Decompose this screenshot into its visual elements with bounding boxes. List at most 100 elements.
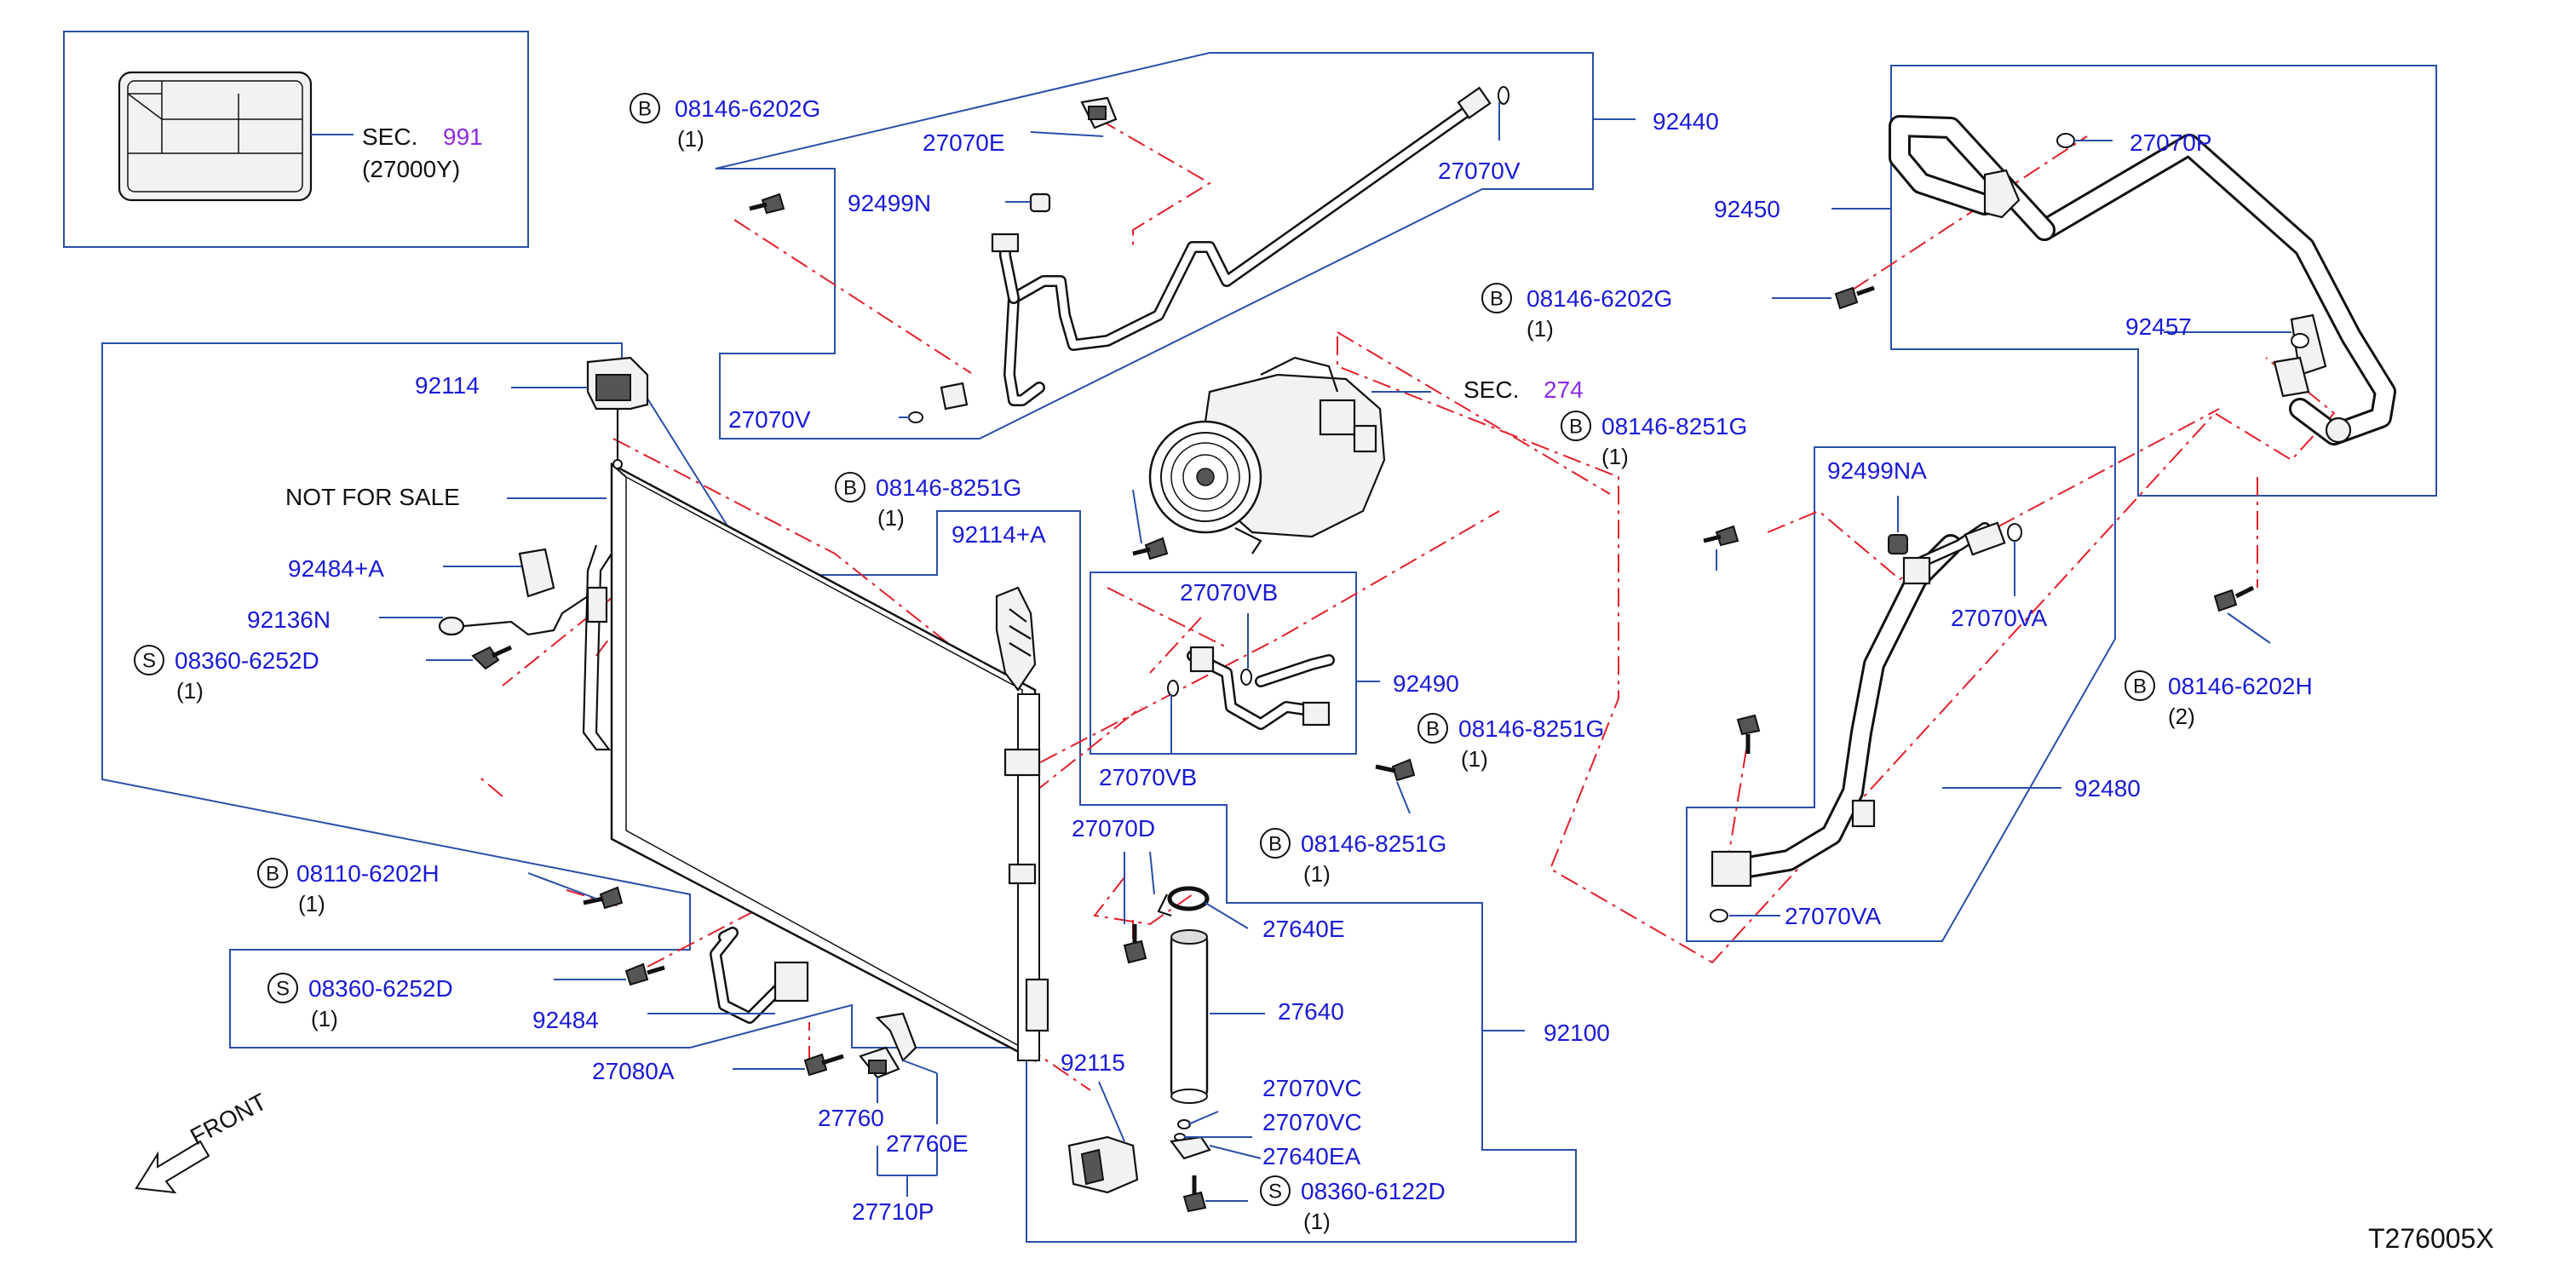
part-27070v-top[interactable]: 27070V	[1438, 158, 1521, 184]
part-27080a[interactable]: 27080A	[592, 1058, 675, 1084]
front-label: FRONT	[186, 1089, 271, 1151]
fastener-f8-qty: (2)	[2168, 704, 2195, 729]
oring-27070v-top	[1498, 86, 1509, 105]
part-92114[interactable]: 92114	[415, 372, 480, 399]
fastener-f1-code[interactable]: 08146-6202G	[675, 95, 820, 122]
part-27760e[interactable]: 27760E	[886, 1130, 969, 1157]
sec-991-num[interactable]: 991	[443, 124, 483, 150]
fastener-f8: B 08146-6202H (2)	[2125, 670, 2313, 729]
fastener-f10-code[interactable]: 08360-6252D	[308, 975, 453, 1002]
connector-92136n	[438, 586, 608, 636]
part-27640e[interactable]: 27640E	[1262, 916, 1345, 942]
part-27070d[interactable]: 27070D	[1072, 815, 1155, 842]
fastener-f2-code[interactable]: 08146-6202G	[1527, 285, 1672, 312]
group-92440-box	[715, 52, 1594, 440]
bolt-08110-6202h	[583, 886, 624, 910]
part-27070p[interactable]: 27070P	[2130, 129, 2212, 156]
sec-991-box	[63, 31, 529, 248]
front-arrow	[135, 1140, 210, 1194]
fastener-f5-mark: S	[142, 650, 156, 673]
not-for-sale: NOT FOR SALE	[285, 484, 460, 510]
part-27070vb-top[interactable]: 27070VB	[1180, 579, 1278, 606]
part-27070e[interactable]: 27070E	[923, 129, 1005, 156]
part-27070v-bot[interactable]: 27070V	[728, 406, 811, 433]
fastener-f11-qty: (1)	[1303, 1209, 1331, 1234]
bracket-92114a	[995, 586, 1037, 692]
oring-27070vc-a	[1177, 1119, 1191, 1129]
fastener-f11-mark: S	[1268, 1181, 1282, 1204]
sec-274-prefix: SEC.	[1463, 376, 1519, 403]
part-27640ea[interactable]: 27640EA	[1262, 1143, 1361, 1169]
fastener-f9-qty: (1)	[298, 891, 325, 916]
sensor-27760	[859, 1046, 900, 1079]
bracket-92114	[586, 356, 649, 469]
part-92484a[interactable]: 92484+A	[288, 555, 384, 582]
fastener-f6: B 08146-8251G (1)	[1417, 713, 1604, 772]
group-92100-box	[101, 342, 1577, 1243]
pipe-92490	[1187, 646, 1335, 730]
fastener-f3-code[interactable]: 08146-8251G	[1601, 413, 1747, 440]
part-92457[interactable]: 92457	[2125, 313, 2192, 340]
fastener-f8-mark: B	[2133, 675, 2147, 698]
part-92115[interactable]: 92115	[1061, 1049, 1125, 1076]
fastener-f7-code[interactable]: 08146-8251G	[1301, 830, 1446, 857]
part-92100[interactable]: 92100	[1544, 1020, 1610, 1046]
compressor	[1148, 356, 1386, 554]
part-92440[interactable]: 92440	[1653, 108, 1719, 135]
bolt-27080a	[803, 1053, 844, 1077]
sec-991-prefix: SEC.	[362, 124, 417, 150]
group-92480-box	[1686, 446, 2116, 942]
fastener-f9: B 08110-6202H (1)	[257, 858, 440, 916]
part-27070va-bot[interactable]: 27070VA	[1785, 903, 1881, 929]
fastener-f4-qty: (1)	[877, 505, 905, 531]
fastener-f11-code[interactable]: 08360-6122D	[1301, 1178, 1446, 1204]
fastener-f9-code[interactable]: 08110-6202H	[296, 860, 440, 887]
fastener-f6-qty: (1)	[1461, 746, 1488, 772]
clip-92484a	[518, 548, 555, 598]
oring-27070p	[2056, 133, 2075, 148]
condenser-bracket-lower	[1003, 748, 1049, 1032]
fastener-f9-mark: B	[266, 863, 279, 886]
bolt-08146-6202g-a	[749, 192, 785, 215]
part-27070vb-bot[interactable]: 27070VB	[1099, 764, 1197, 790]
part-27760[interactable]: 27760	[818, 1105, 884, 1131]
bolt-08360-6252d-a	[471, 645, 513, 670]
fastener-f11: S 08360-6122D (1)	[1260, 1175, 1446, 1234]
part-92499na[interactable]: 92499NA	[1827, 457, 1927, 484]
fastener-f1-mark: B	[638, 98, 652, 121]
part-27070vc-a[interactable]: 27070VC	[1262, 1075, 1362, 1101]
bracket-27760e	[875, 1012, 917, 1062]
part-27070va-top[interactable]: 27070VA	[1951, 605, 2047, 631]
fastener-f5-code[interactable]: 08360-6252D	[175, 647, 319, 674]
part-27640[interactable]: 27640	[1278, 998, 1344, 1025]
fastener-f6-code[interactable]: 08146-8251G	[1458, 715, 1604, 742]
fastener-f4-code[interactable]: 08146-8251G	[876, 474, 1021, 501]
bolt-08146-6202g-b	[1834, 285, 1875, 310]
part-92499n[interactable]: 92499N	[848, 190, 931, 216]
part-92480[interactable]: 92480	[2074, 775, 2141, 801]
part-92484[interactable]: 92484	[532, 1007, 599, 1033]
fastener-f7: B 08146-8251G (1)	[1260, 828, 1446, 887]
plate-27640ea	[1170, 1135, 1211, 1160]
bolt-08146-8251g-c	[1375, 758, 1416, 782]
fastener-f2-qty: (1)	[1527, 316, 1554, 342]
bolt-27070d	[1123, 924, 1147, 964]
fastener-f6-mark: B	[1426, 718, 1440, 741]
bracket-92115	[1067, 1135, 1139, 1194]
fastener-f5-qty: (1)	[176, 678, 204, 704]
fastener-f8-code[interactable]: 08146-6202H	[2168, 673, 2313, 699]
part-92450[interactable]: 92450	[1714, 196, 1780, 222]
sec-274-num[interactable]: 274	[1544, 376, 1584, 403]
part-92114a[interactable]: 92114+A	[952, 521, 1046, 548]
group-92450-box	[1890, 65, 2437, 497]
oring-27070vb-a	[1240, 669, 1252, 686]
part-27710p[interactable]: 27710P	[852, 1198, 934, 1225]
part-92490[interactable]: 92490	[1393, 670, 1459, 697]
part-92136n[interactable]: 92136N	[247, 606, 331, 633]
pipe-92440	[991, 86, 1492, 406]
fastener-f10-mark: S	[276, 978, 290, 1001]
part-27070vc-b[interactable]: 27070VC	[1262, 1109, 1362, 1135]
receiver-drier-27640	[1170, 929, 1209, 1104]
fastener-f3-mark: B	[1569, 416, 1583, 439]
